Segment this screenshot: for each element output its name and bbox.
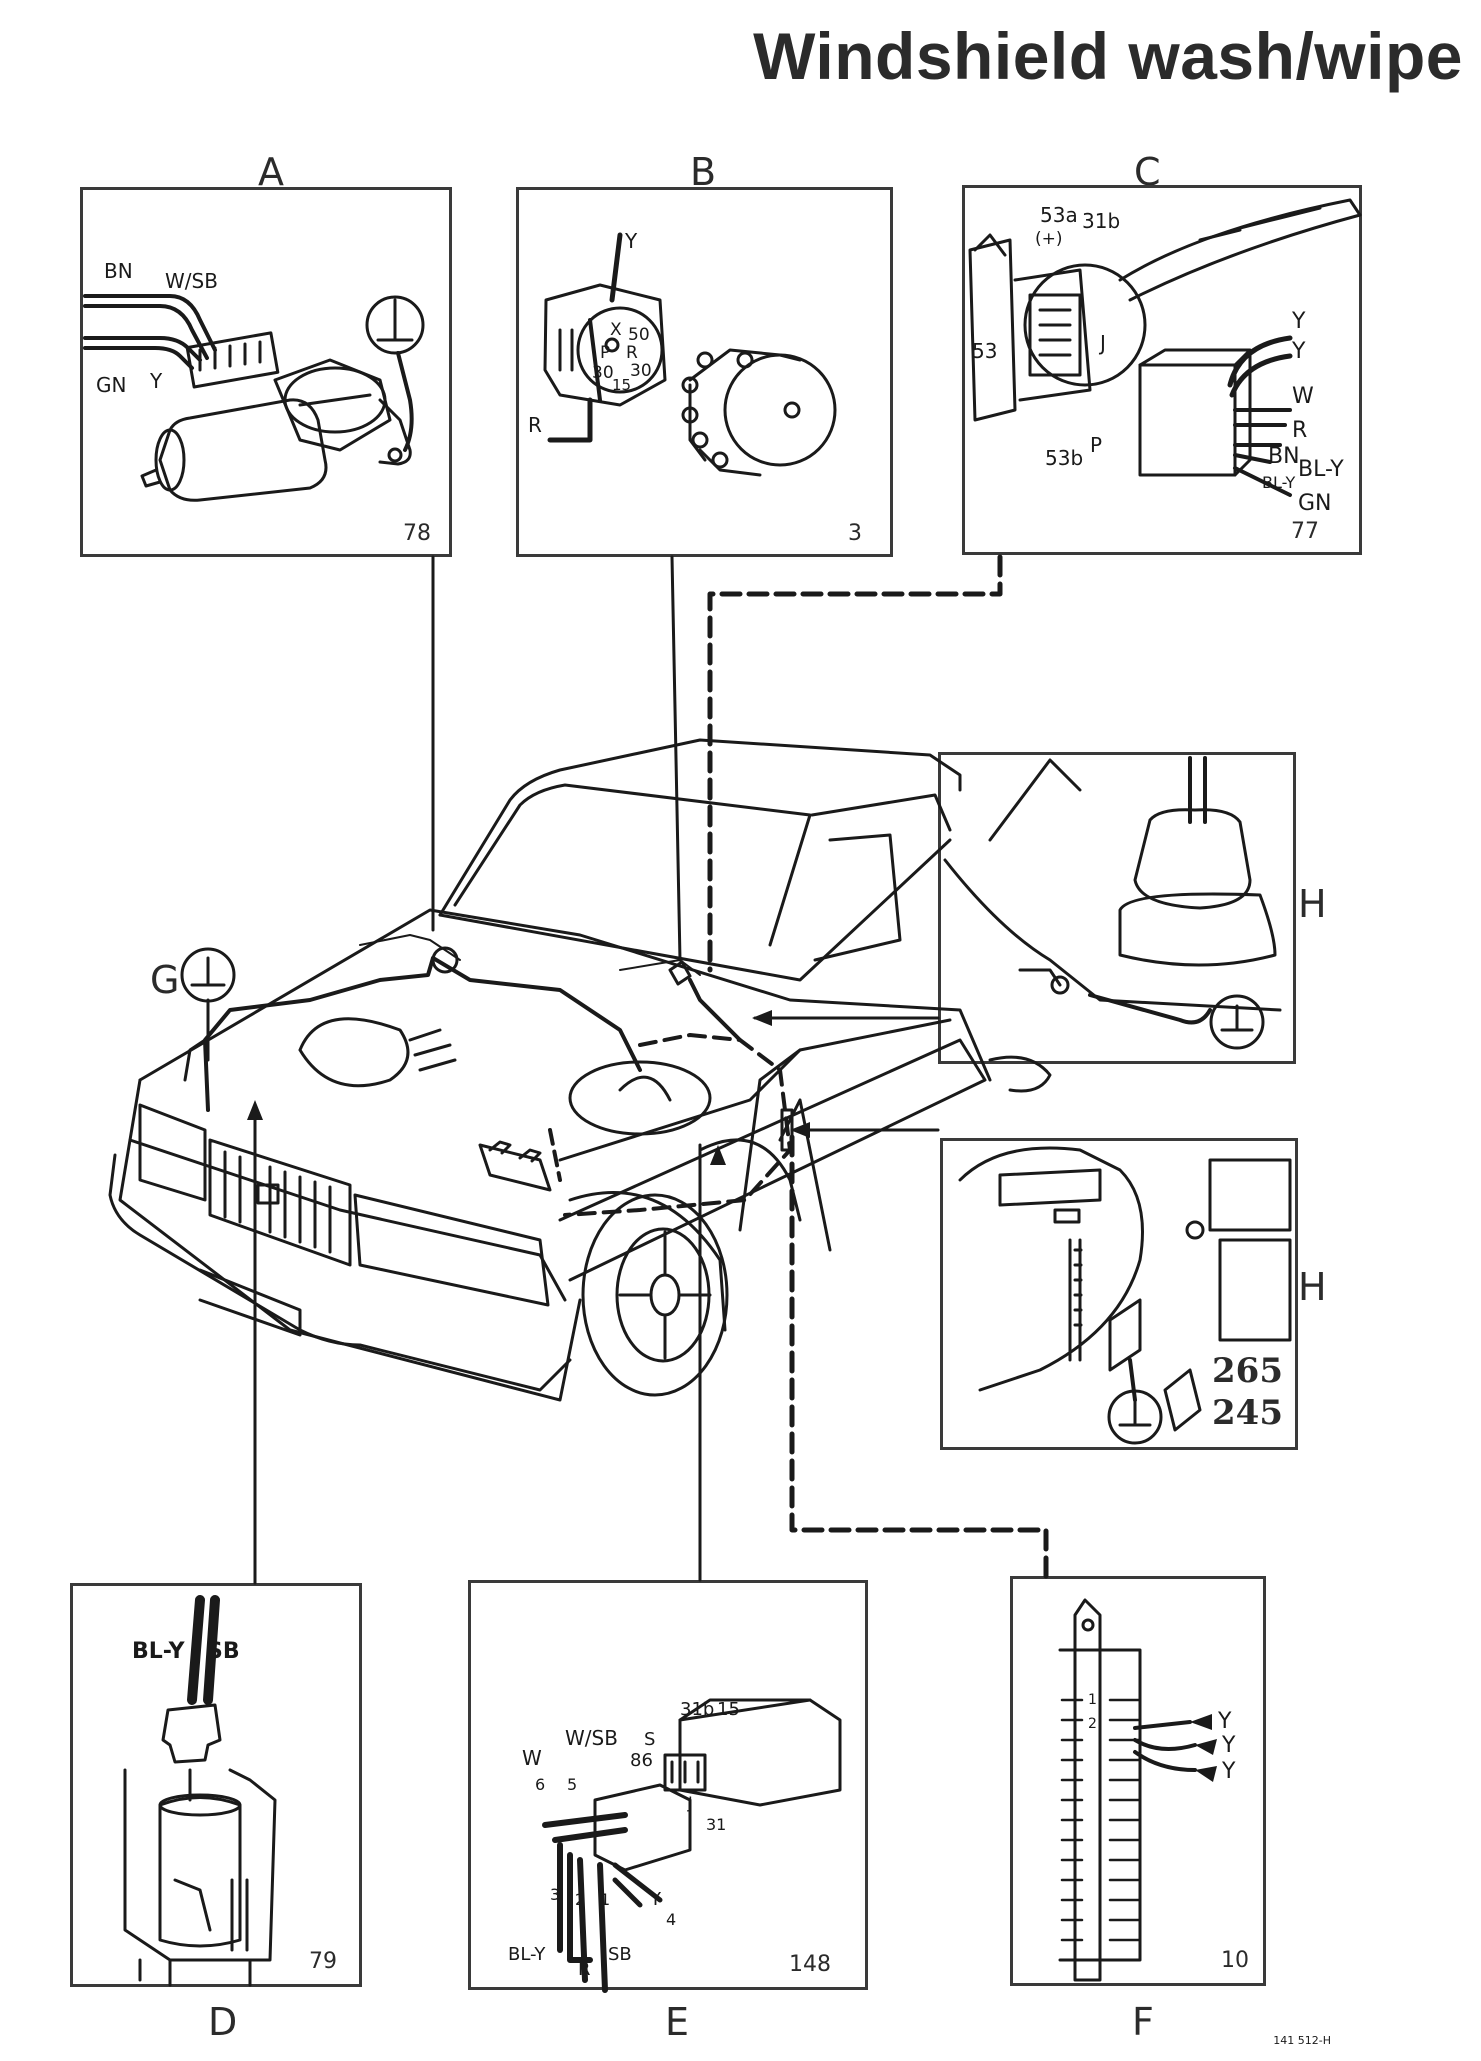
panel-letter-e: E — [665, 2000, 690, 2044]
panel-c-wiper-switch: 77 — [962, 185, 1362, 555]
panel-h-upper-ground — [938, 752, 1296, 1064]
panel-b-ignition-switch: 3 — [516, 187, 893, 557]
panel-d-number: 79 — [309, 1949, 337, 1974]
panel-f-fusebox: 10 — [1010, 1576, 1266, 1986]
car-harness — [183, 956, 792, 1217]
panel-letter-h-lower: H — [1298, 1265, 1327, 1309]
panel-e-number: 148 — [789, 1952, 831, 1977]
leader-lines — [253, 554, 1049, 1585]
panel-d-washer-pump: 79 — [70, 1583, 362, 1987]
panel-h-lower-ground: 265 245 — [940, 1138, 1298, 1450]
car-body-drawing — [108, 738, 1052, 1402]
page-title: Windshield wash/wipe — [753, 19, 1463, 93]
panel-letter-h-upper: H — [1298, 882, 1327, 926]
panel-a-number: 78 — [403, 521, 431, 546]
model-number-265: 265 — [1212, 1351, 1283, 1391]
panel-letter-a: A — [258, 150, 284, 194]
diagram-code: 141 512-H — [1273, 2034, 1331, 2047]
panel-letter-f: F — [1132, 2000, 1154, 2044]
ground-g-symbol — [180, 947, 236, 1052]
panel-letter-g: G — [150, 958, 180, 1002]
model-number-245: 245 — [1212, 1393, 1283, 1433]
wiper-motor-on-car — [431, 946, 459, 974]
panel-letter-d: D — [208, 2000, 238, 2044]
panel-f-number: 10 — [1221, 1948, 1249, 1973]
panel-c-number: 77 — [1291, 519, 1319, 544]
panel-a-wiper-motor: 78 — [80, 187, 452, 557]
panel-b-number: 3 — [848, 521, 862, 546]
panel-letter-b: B — [690, 150, 717, 194]
panel-e-relay: 148 — [468, 1580, 868, 1990]
